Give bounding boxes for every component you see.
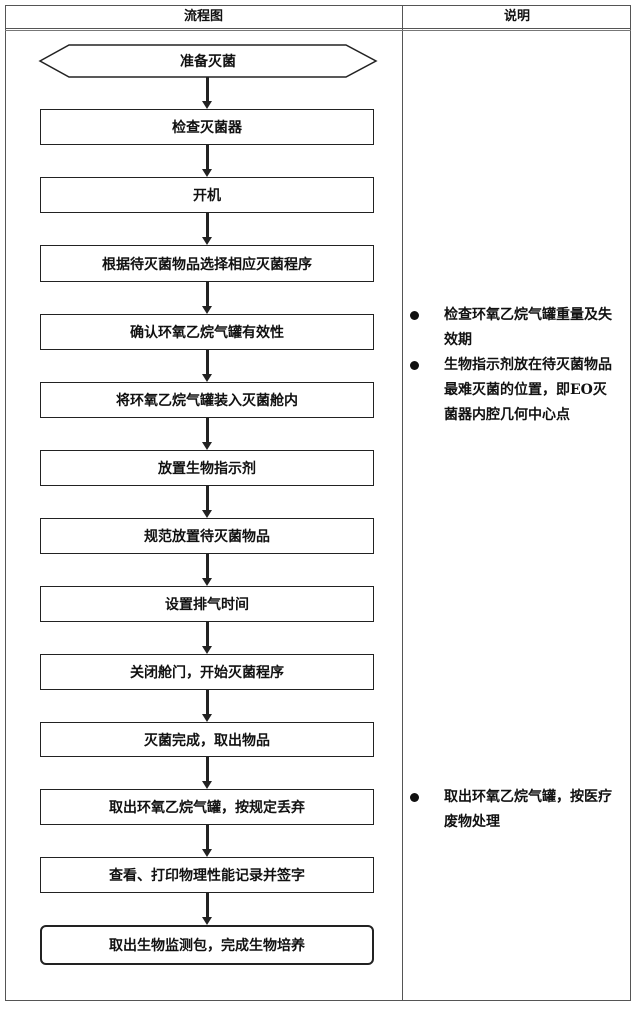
header-divider (5, 28, 631, 29)
step-box: 检查灭菌器 (40, 109, 374, 145)
flow-arrow (202, 757, 212, 789)
note-item: 检查环氧乙烷气罐重量及失效期 (410, 303, 620, 353)
flow-arrow (202, 690, 212, 722)
notes-column-header: 说明 (503, 9, 530, 24)
bullet-icon (410, 361, 419, 370)
flowchart-column-header: 流程图 (183, 9, 223, 24)
flow-arrow (202, 213, 212, 245)
step-box: 放置生物指示剂 (40, 450, 374, 486)
bullet-icon (410, 793, 419, 802)
notes-group-bottom: 取出环氧乙烷气罐，按医疗废物处理 (410, 785, 620, 835)
step-box: 灭菌完成，取出物品 (40, 722, 374, 757)
flow-arrow (202, 418, 212, 450)
step-box: 确认环氧乙烷气罐有效性 (40, 314, 374, 350)
bullet-icon (410, 311, 419, 320)
step-box: 将环氧乙烷气罐装入灭菌舱内 (40, 382, 374, 418)
flow-arrow (202, 622, 212, 654)
flow-arrow (202, 825, 212, 857)
column-divider (402, 5, 403, 1001)
flow-arrow (202, 350, 212, 382)
note-text: 取出环氧乙烷气罐，按医疗废物处理 (444, 789, 612, 830)
note-text: 生物指示剂放在待灭菌物品最难灭菌的位置，即EO灭菌器内腔几何中心点 (444, 357, 612, 423)
start-terminal-label: 准备灭菌 (180, 54, 236, 70)
end-terminal-box: 取出生物监测包，完成生物培养 (40, 925, 374, 965)
flow-arrow (202, 145, 212, 177)
flow-arrow (202, 282, 212, 314)
notes-group-top: 检查环氧乙烷气罐重量及失效期 生物指示剂放在待灭菌物品最难灭菌的位置，即EO灭菌… (410, 303, 620, 428)
header-divider-double (5, 30, 631, 31)
table-frame (5, 5, 631, 1001)
note-item: 生物指示剂放在待灭菌物品最难灭菌的位置，即EO灭菌器内腔几何中心点 (410, 353, 620, 428)
step-box: 规范放置待灭菌物品 (40, 518, 374, 554)
flow-arrow (202, 77, 212, 109)
note-item: 取出环氧乙烷气罐，按医疗废物处理 (410, 785, 620, 835)
flow-arrow (202, 554, 212, 586)
note-text: 检查环氧乙烷气罐重量及失效期 (444, 307, 612, 348)
step-box: 查看、打印物理性能记录并签字 (40, 857, 374, 893)
flow-arrow (202, 486, 212, 518)
step-box: 设置排气时间 (40, 586, 374, 622)
step-box: 开机 (40, 177, 374, 213)
step-box: 关闭舱门，开始灭菌程序 (40, 654, 374, 690)
step-box: 根据待灭菌物品选择相应灭菌程序 (40, 245, 374, 282)
step-box: 取出环氧乙烷气罐，按规定丢弃 (40, 789, 374, 825)
flow-arrow (202, 893, 212, 925)
